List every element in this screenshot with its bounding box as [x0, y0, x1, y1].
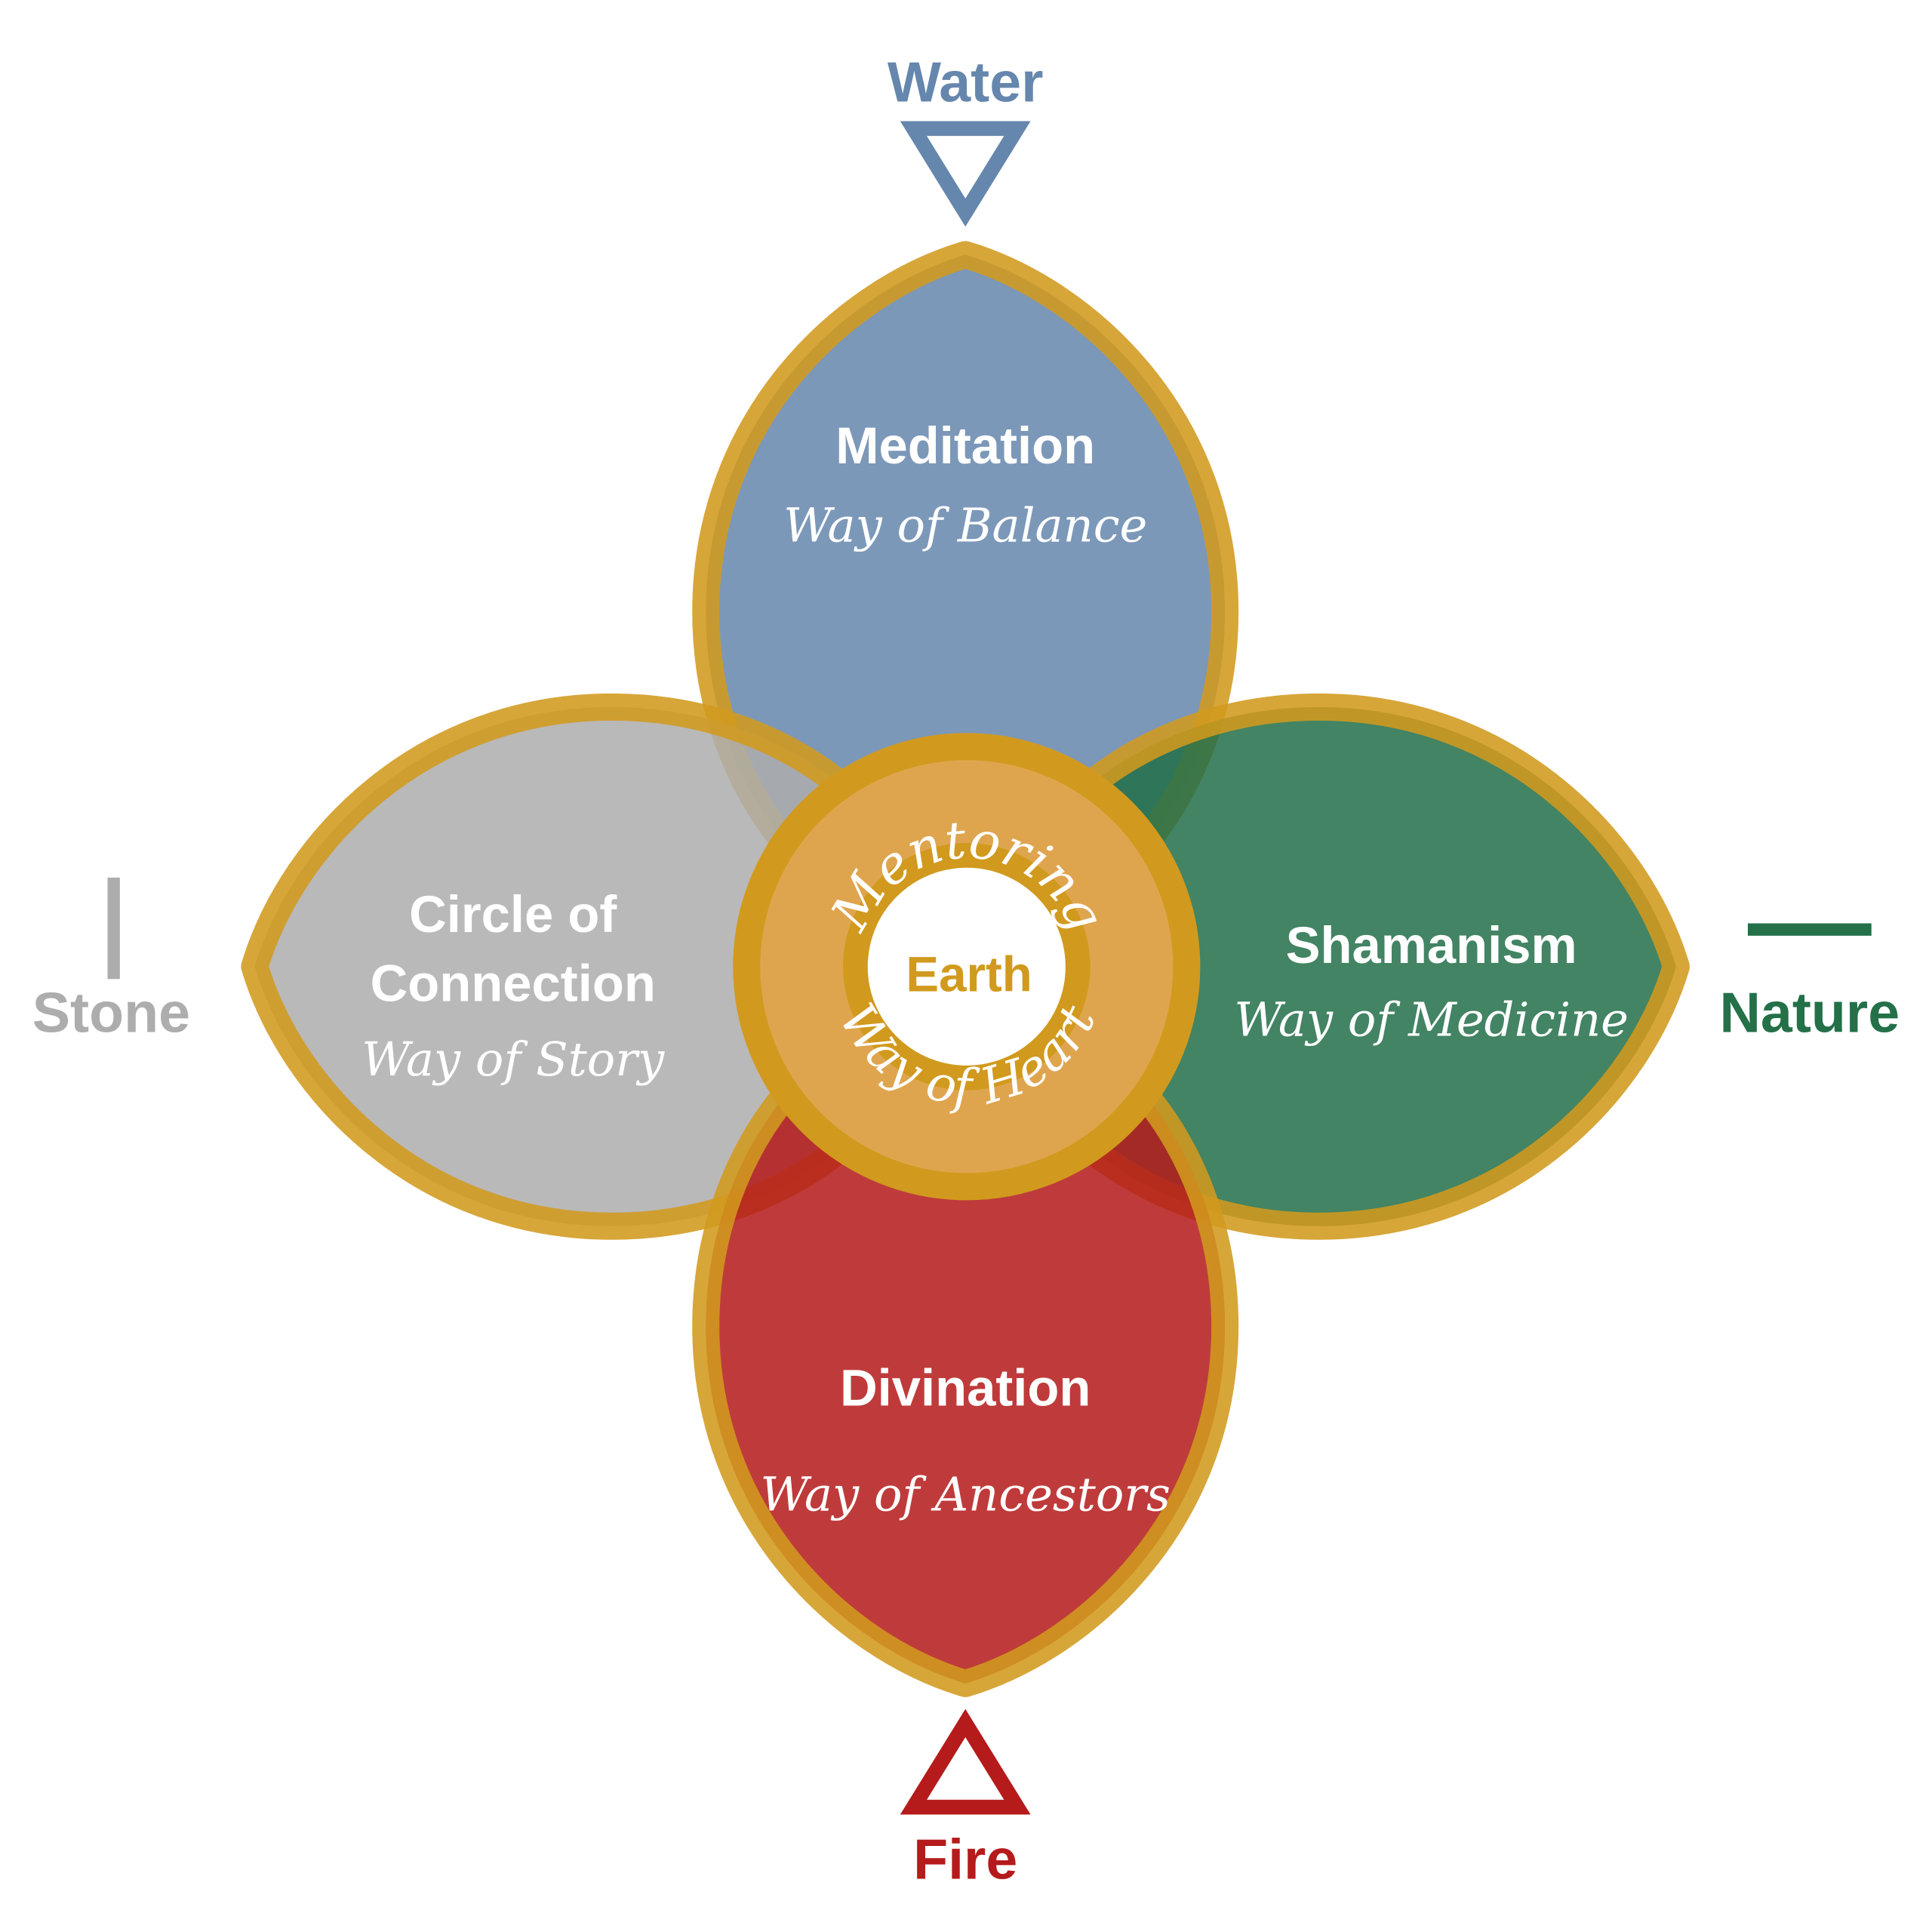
- circle-subtitle: Way of Story: [361, 1032, 665, 1087]
- stone-label: Stone: [32, 981, 190, 1044]
- element-nature: Nature: [1720, 923, 1900, 1044]
- shamanism-subtitle: Way of Medicine: [1234, 992, 1629, 1048]
- center-inner-ring: [843, 843, 1091, 1091]
- circle-title-line1: Circle of: [409, 885, 617, 943]
- divination-subtitle: Way of Ancestors: [760, 1466, 1171, 1521]
- divination-title: Divination: [840, 1358, 1091, 1417]
- meditation-subtitle: Way of Balance: [783, 497, 1147, 552]
- center-core-label: Earth: [906, 947, 1032, 1002]
- downward-triangle-icon: [900, 121, 1031, 227]
- water-label: Water: [888, 50, 1044, 113]
- element-fire: Fire: [900, 1709, 1031, 1891]
- meditation-title: Meditation: [835, 417, 1095, 475]
- upward-triangle-icon: [900, 1709, 1031, 1815]
- fire-label: Fire: [913, 1828, 1017, 1891]
- circle-title-line2: Connection: [371, 955, 656, 1013]
- petal-labels: Meditation Way of Balance Circle of Conn…: [361, 417, 1629, 1521]
- element-stone: Stone: [32, 877, 190, 1044]
- shamanism-title: Shamanism: [1286, 916, 1577, 974]
- element-water: Water: [888, 50, 1044, 227]
- center-disc[interactable]: Earth Mentoring Way of Heart: [733, 733, 1201, 1201]
- nature-label: Nature: [1720, 981, 1900, 1044]
